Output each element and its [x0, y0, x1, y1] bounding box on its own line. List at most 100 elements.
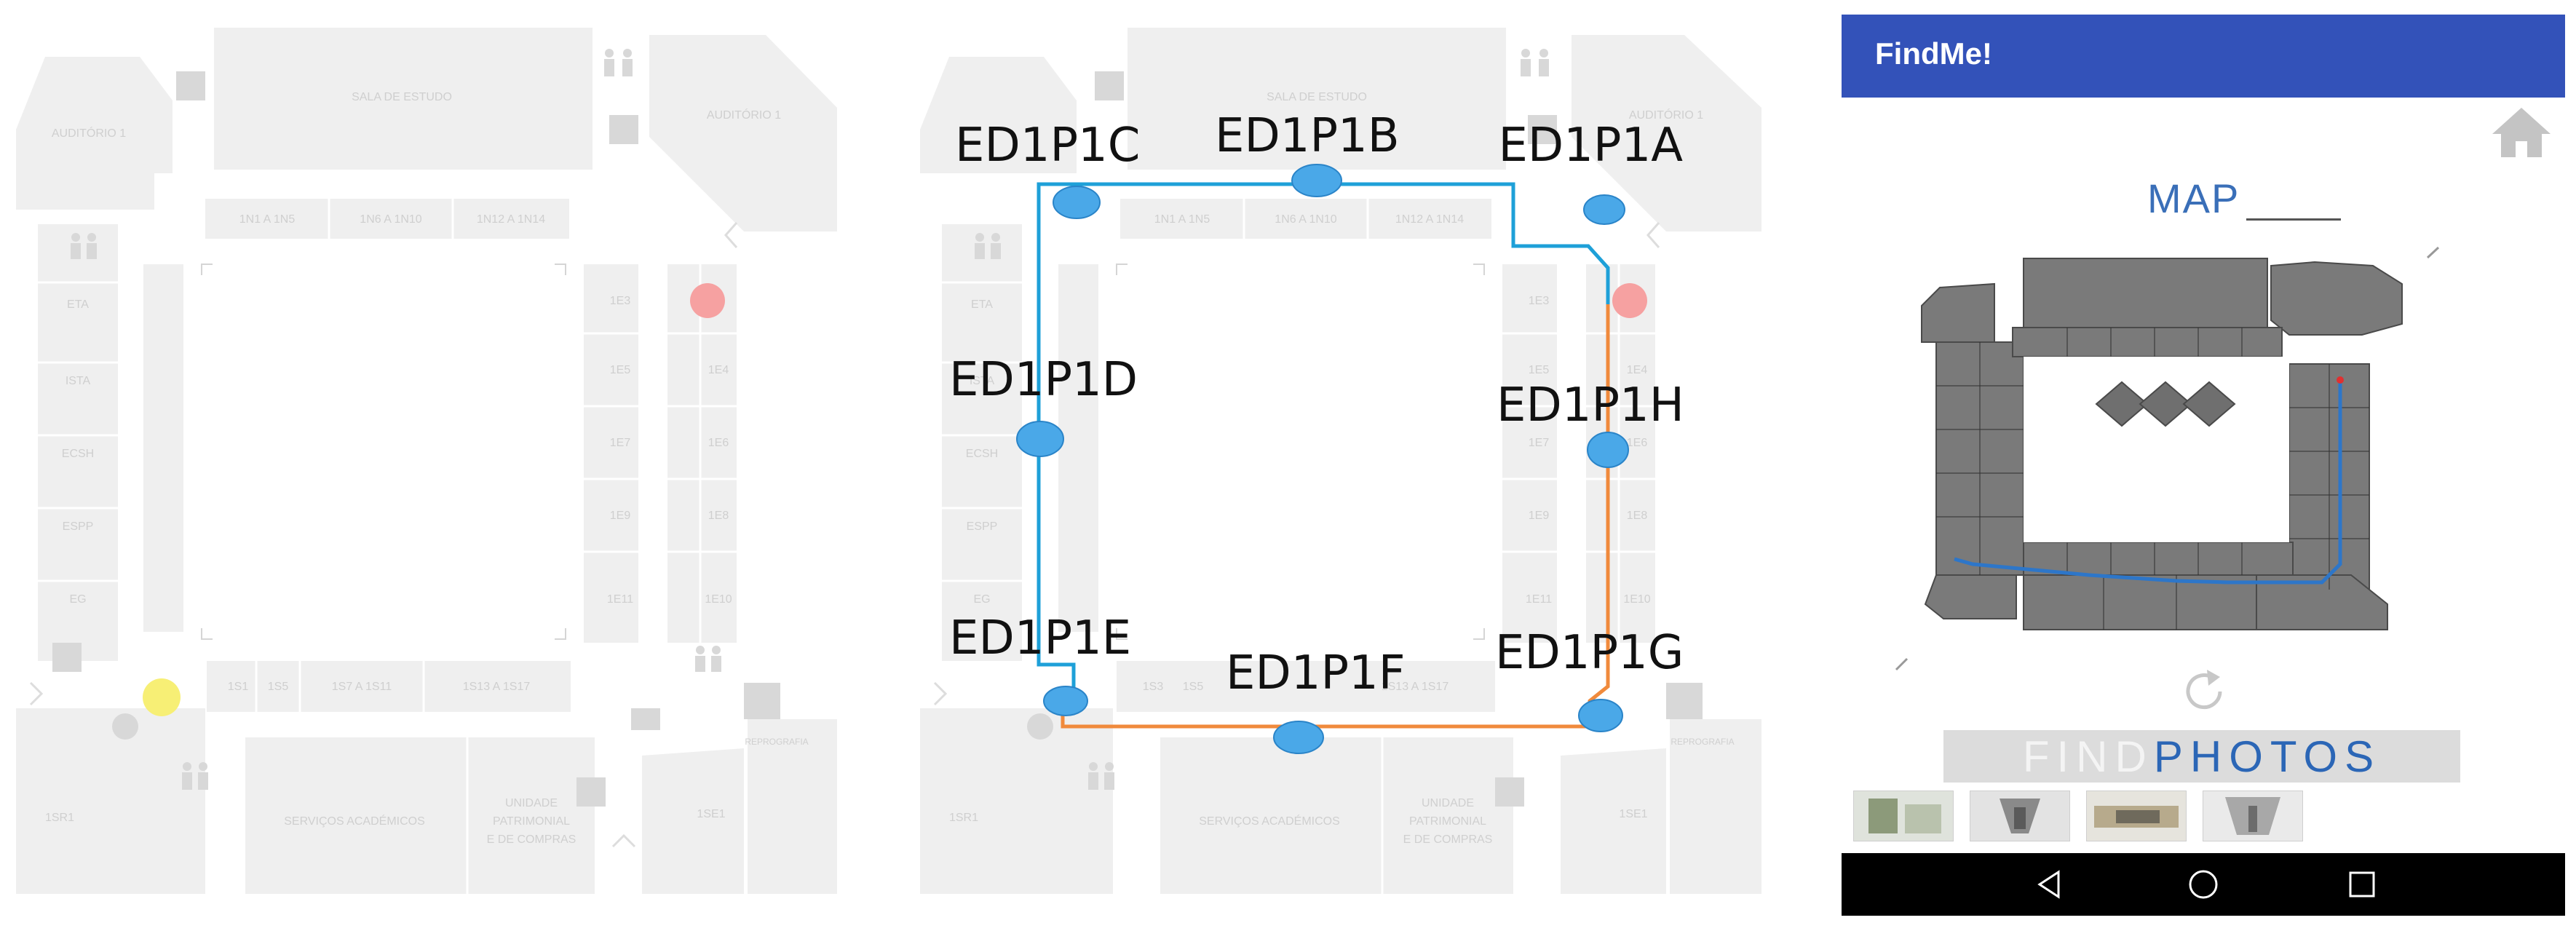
- corridor-bottom-rooms: [207, 661, 571, 712]
- phone-screen: FindMe! MAP: [1842, 15, 2565, 916]
- label-right-room: 1E5: [610, 364, 631, 376]
- stairs-icon: [609, 115, 638, 144]
- label-corridor-bottom: 1S13 A 1S17: [1382, 681, 1449, 693]
- label-sala-estudo: SALA DE ESTUDO: [1267, 91, 1367, 103]
- label-isr: 1SR1: [949, 812, 978, 824]
- chevron-left-icon: [1646, 222, 1660, 248]
- router-icon: [1578, 699, 1623, 732]
- label-right-room: 1E9: [1529, 510, 1550, 522]
- ap-label: ED1P1E: [949, 611, 1131, 665]
- label-auditorio-right: AUDITÓRIO 1: [1629, 108, 1703, 122]
- map-block: [2023, 542, 2294, 576]
- current-position-icon: [2337, 376, 2344, 384]
- restroom-icon: [71, 233, 97, 259]
- router-icon: [1291, 164, 1342, 197]
- atm-icon: [631, 708, 660, 730]
- photo-thumbnail[interactable]: [2203, 791, 2303, 841]
- label-isr: 1SR1: [45, 812, 74, 824]
- label-left-room: ESPP: [967, 520, 998, 533]
- elevator-icon: [744, 683, 780, 719]
- label-sala-estudo: SALA DE ESTUDO: [352, 91, 452, 103]
- router-icon: [1053, 186, 1101, 219]
- label-right-room: 1E10: [705, 593, 732, 606]
- label-right-room: 1E3: [610, 295, 631, 307]
- restroom-icon: [695, 646, 721, 672]
- router-icon: [1273, 721, 1324, 754]
- chevron-left-icon: [724, 222, 738, 248]
- label-left-room: EG: [69, 593, 86, 606]
- map-block: [2023, 574, 2257, 630]
- map-block: [2023, 258, 2268, 328]
- left-inner-strip: [143, 264, 183, 632]
- right-inner-strip: [584, 264, 638, 643]
- label-right-room: 1E4: [1627, 364, 1648, 376]
- photo-thumbnail[interactable]: [1853, 791, 1954, 841]
- courtyard: [1109, 257, 1491, 646]
- photo-thumbnails: [1853, 791, 2303, 841]
- map-block: [2256, 574, 2388, 630]
- ap-label: ED1P1H: [1497, 379, 1684, 432]
- chevron-up-icon: [611, 833, 636, 848]
- router-icon: [1016, 421, 1064, 457]
- blue-path: [1037, 182, 1610, 697]
- photo-thumbnail[interactable]: [2086, 791, 2187, 841]
- label-right-room: 1E11: [1526, 593, 1552, 606]
- stairs-icon: [1095, 71, 1124, 100]
- map-block: [1924, 574, 2017, 619]
- floor-plan-map: SALA DE ESTUDO AUDITÓRIO 1 AUDITÓRIO 1 1…: [16, 28, 837, 894]
- label-corridor-top: 1N12 A 1N14: [477, 213, 545, 226]
- label-right-room: 1E6: [708, 437, 729, 449]
- restroom-icon: [182, 762, 208, 790]
- photo-thumbnail[interactable]: [1970, 791, 2070, 841]
- info-icon: [112, 713, 138, 740]
- home-icon[interactable]: [2488, 103, 2555, 160]
- label-right-room: 1E3: [1529, 295, 1550, 307]
- lower-right-block: [748, 719, 837, 894]
- floor-plan-svg: SALA DE ESTUDO AUDITÓRIO 1 AUDITÓRIO 1 1…: [16, 28, 837, 894]
- label-right-room: 1E10: [1623, 593, 1650, 606]
- label-corridor-bottom: 1S3: [1143, 681, 1164, 693]
- ap-label: ED1P1A: [1498, 119, 1683, 173]
- router-icon: [1043, 686, 1088, 716]
- refresh-icon[interactable]: [2175, 662, 2233, 721]
- recent-apps-icon[interactable]: [2344, 866, 2380, 903]
- label-right-room: 1E7: [1529, 437, 1550, 449]
- ap-label: ED1P1B: [1215, 109, 1400, 163]
- label-unidade: UNIDADE: [1422, 797, 1474, 809]
- left-rooms-block: [38, 224, 118, 661]
- android-nav-bar: [1842, 853, 2565, 916]
- ap-label: ED1P1F: [1226, 646, 1406, 700]
- stairs-icon: [176, 71, 205, 100]
- label-right-room: 1E11: [607, 593, 633, 606]
- find-photos-label-find: FIND: [2022, 732, 2154, 781]
- label-right-room: 1E9: [610, 510, 631, 522]
- app-title: FindMe!: [1875, 36, 1992, 71]
- current-location-marker-icon: [143, 678, 181, 716]
- label-reprografia: REPROGRAFIA: [1671, 737, 1734, 747]
- map-block: [2270, 261, 2403, 336]
- map-heading: MAP: [2147, 175, 2240, 221]
- router-icon: [1587, 432, 1629, 468]
- label-corridor-bottom: 1S5: [1183, 681, 1204, 693]
- label-servicos: SERVIÇOS ACADÉMICOS: [1199, 814, 1340, 828]
- map-block: [1921, 282, 1995, 343]
- label-right-room: 1E4: [708, 364, 729, 376]
- label-corridor-top: 1N1 A 1N5: [239, 213, 296, 226]
- right-rooms-block: [667, 264, 737, 643]
- servicos-block: [245, 737, 595, 894]
- ap-label: ED1P1D: [949, 353, 1138, 407]
- label-unidade: E DE COMPRAS: [1403, 833, 1493, 846]
- elevator-icon: [1666, 683, 1703, 719]
- map-heading-underline: [2246, 218, 2341, 221]
- access-point-svg: SALA DE ESTUDO AUDITÓRIO 1 1N1 A 1N5 1N6…: [920, 28, 1761, 894]
- label-corridor-top: 1N6 A 1N10: [360, 213, 422, 226]
- back-icon[interactable]: [2031, 866, 2067, 903]
- ap-label: ED1P1C: [955, 119, 1140, 173]
- home-circle-icon[interactable]: [2185, 866, 2222, 903]
- restroom-icon: [975, 233, 1001, 259]
- label-left-room: ETA: [67, 298, 89, 311]
- label-ise: 1SE1: [697, 808, 725, 820]
- indoor-map[interactable]: [1885, 226, 2518, 699]
- map-diamond: [2182, 381, 2236, 427]
